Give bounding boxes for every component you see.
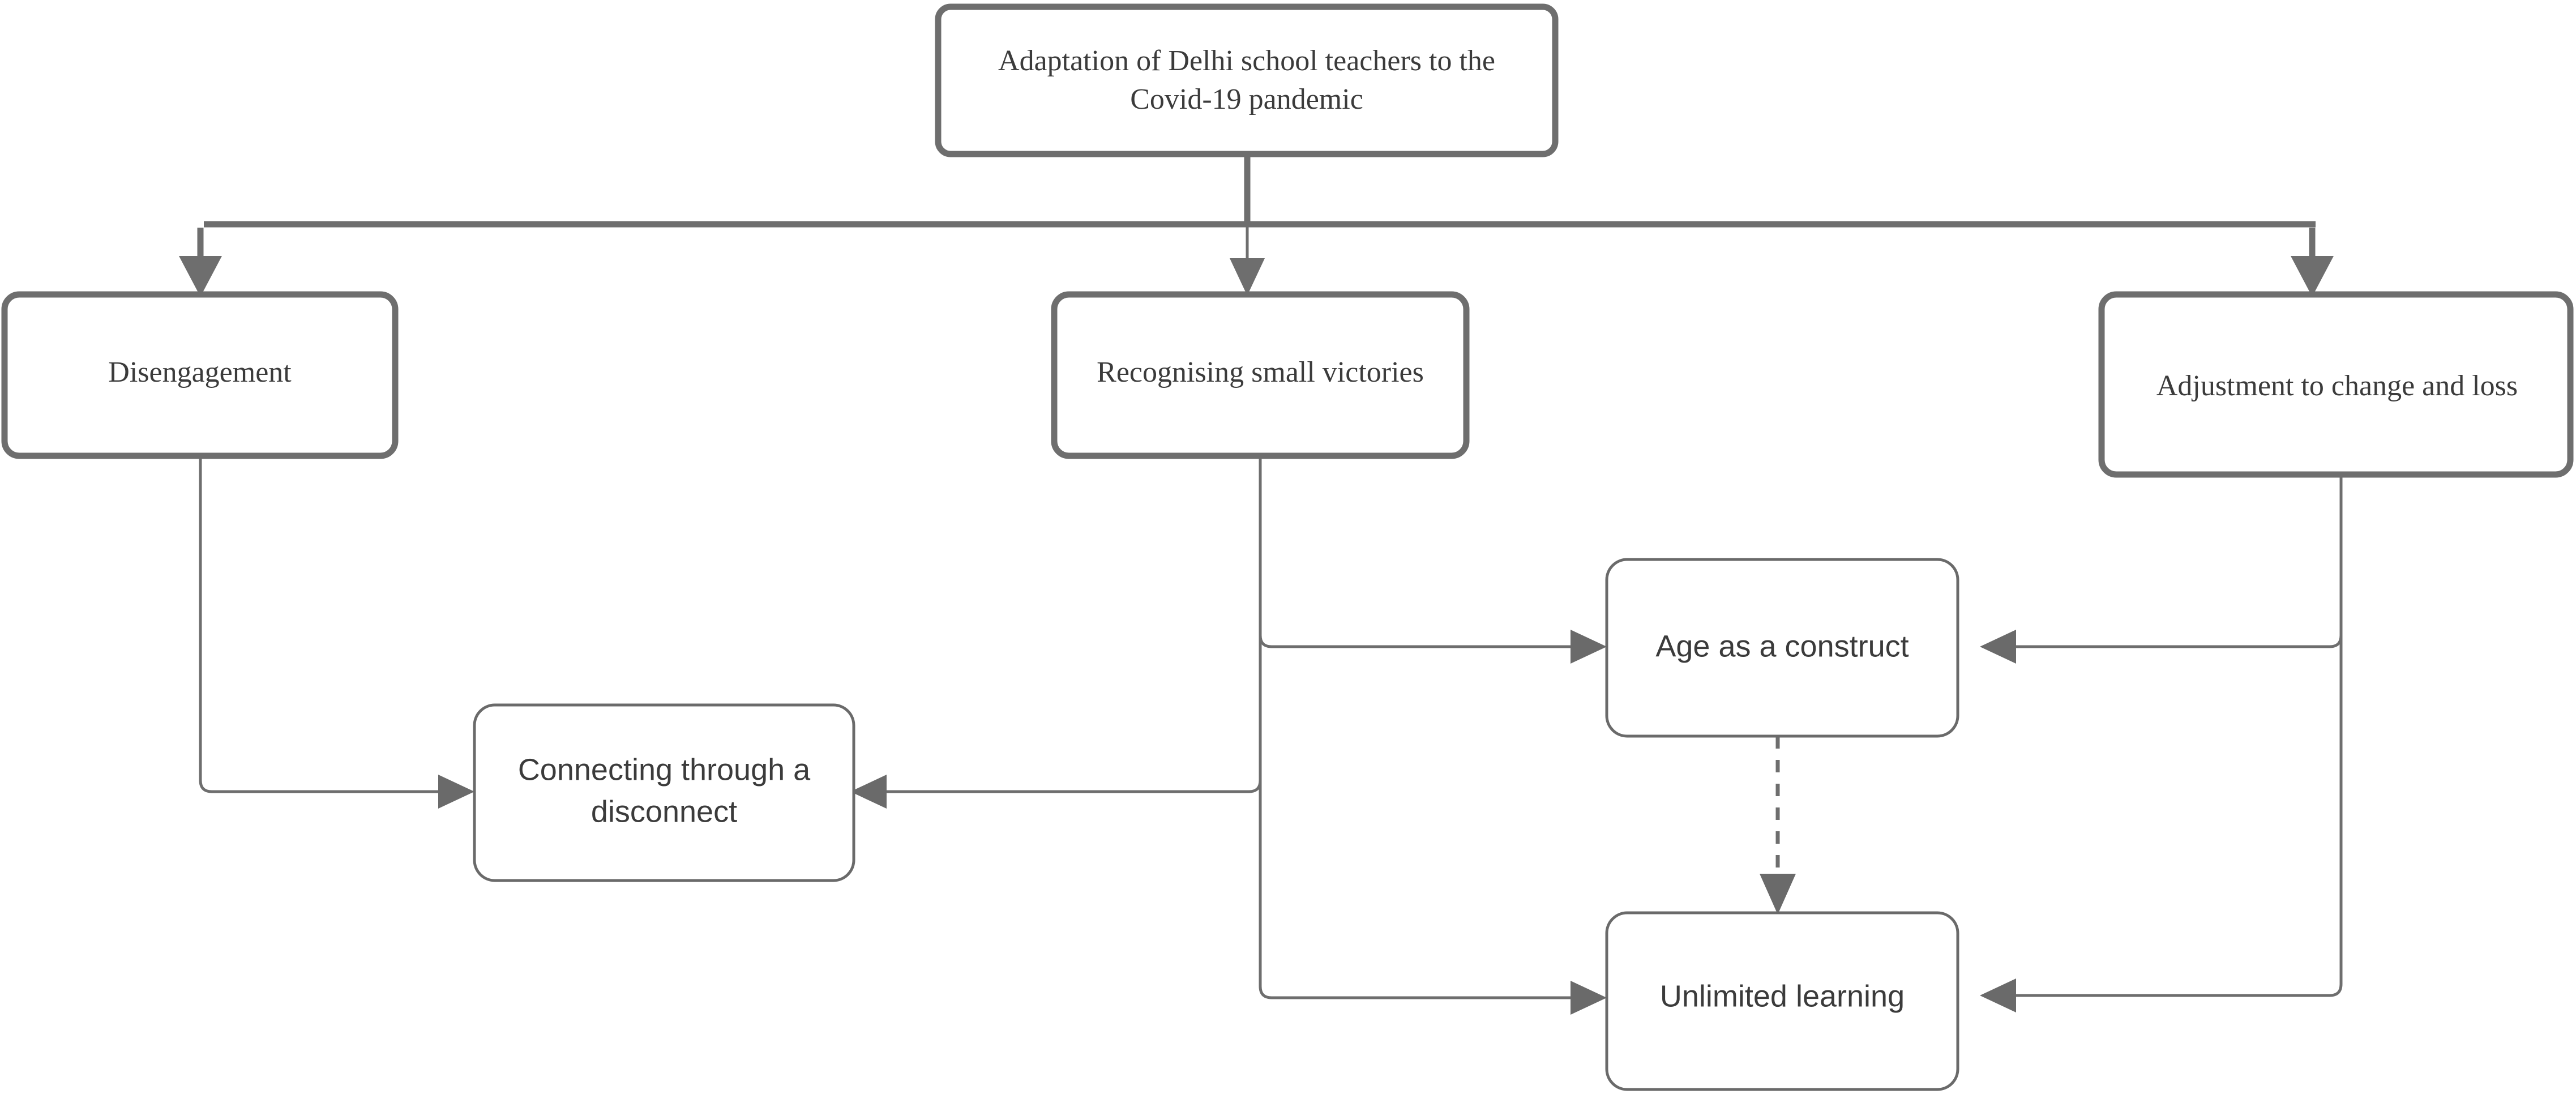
node-connecting-through-a-disconnect-label-line-2: disconnect <box>591 794 737 828</box>
node-adjustment-to-change-and-loss-rect[interactable] <box>2098 291 2574 478</box>
node-disengagement[interactable]: Disengagement <box>1 291 399 459</box>
node-root-rect[interactable] <box>935 3 1559 157</box>
arrowhead-recognising-to-age <box>1571 630 1607 664</box>
arrowhead-age-to-unlimited <box>1760 874 1796 914</box>
edge-recognising-to-age <box>1259 635 1580 648</box>
node-unlimited-learning-label: Unlimited learning <box>1660 979 1905 1013</box>
arrowhead-recognising-to-connecting <box>850 775 887 809</box>
arrowhead-root-to-disengagement <box>179 256 222 297</box>
arrowhead-adjustment-to-age <box>1980 630 2016 664</box>
edge-recognising-to-connecting <box>878 780 1262 793</box>
node-disengagement-rect[interactable] <box>1 291 399 459</box>
node-unlimited-learning-rect[interactable] <box>1605 911 1959 1091</box>
arrowhead-disengagement-to-connecting <box>438 775 474 809</box>
connector-layer <box>179 154 2343 1015</box>
node-disengagement-label: Disengagement <box>108 356 292 388</box>
node-adjustment-to-change-and-loss[interactable]: Adjustment to change and loss <box>2098 291 2574 478</box>
node-recognising-small-victories-rect[interactable] <box>1051 291 1470 459</box>
edge-adjustment-trunk <box>2007 473 2343 997</box>
arrowhead-root-to-adjustment <box>2291 256 2334 297</box>
node-layer: Adaptation of Delhi school teachers to t… <box>1 3 2574 1091</box>
node-unlimited-learning[interactable]: Unlimited learning <box>1605 911 1959 1091</box>
arrowhead-adjustment-to-unlimited <box>1980 978 2016 1012</box>
node-root-label-line-1: Adaptation of Delhi school teachers to t… <box>998 45 1495 77</box>
node-age-as-a-construct-label: Age as a construct <box>1655 629 1909 663</box>
node-recognising-small-victories-label: Recognising small victories <box>1097 356 1424 388</box>
arrowhead-recognising-to-unlimited <box>1571 981 1607 1015</box>
node-age-as-a-construct[interactable]: Age as a construct <box>1605 558 1959 738</box>
node-connecting-through-a-disconnect[interactable]: Connecting through a disconnect <box>473 703 855 882</box>
edge-adjustment-to-age <box>2007 635 2343 648</box>
edge-recognising-trunk <box>1259 456 1580 999</box>
node-root-label-line-2: Covid-19 pandemic <box>1130 83 1363 116</box>
node-root[interactable]: Adaptation of Delhi school teachers to t… <box>935 3 1559 157</box>
node-connecting-through-a-disconnect-label-line-1: Connecting through a <box>518 753 811 787</box>
node-age-as-a-construct-rect[interactable] <box>1605 558 1959 738</box>
node-adjustment-to-change-and-loss-label: Adjustment to change and loss <box>2156 370 2518 402</box>
arrowhead-root-to-recognising <box>1230 258 1265 296</box>
edge-disengagement-to-connecting <box>199 456 447 793</box>
node-recognising-small-victories[interactable]: Recognising small victories <box>1051 291 1470 459</box>
node-connecting-through-a-disconnect-rect[interactable] <box>473 703 855 882</box>
